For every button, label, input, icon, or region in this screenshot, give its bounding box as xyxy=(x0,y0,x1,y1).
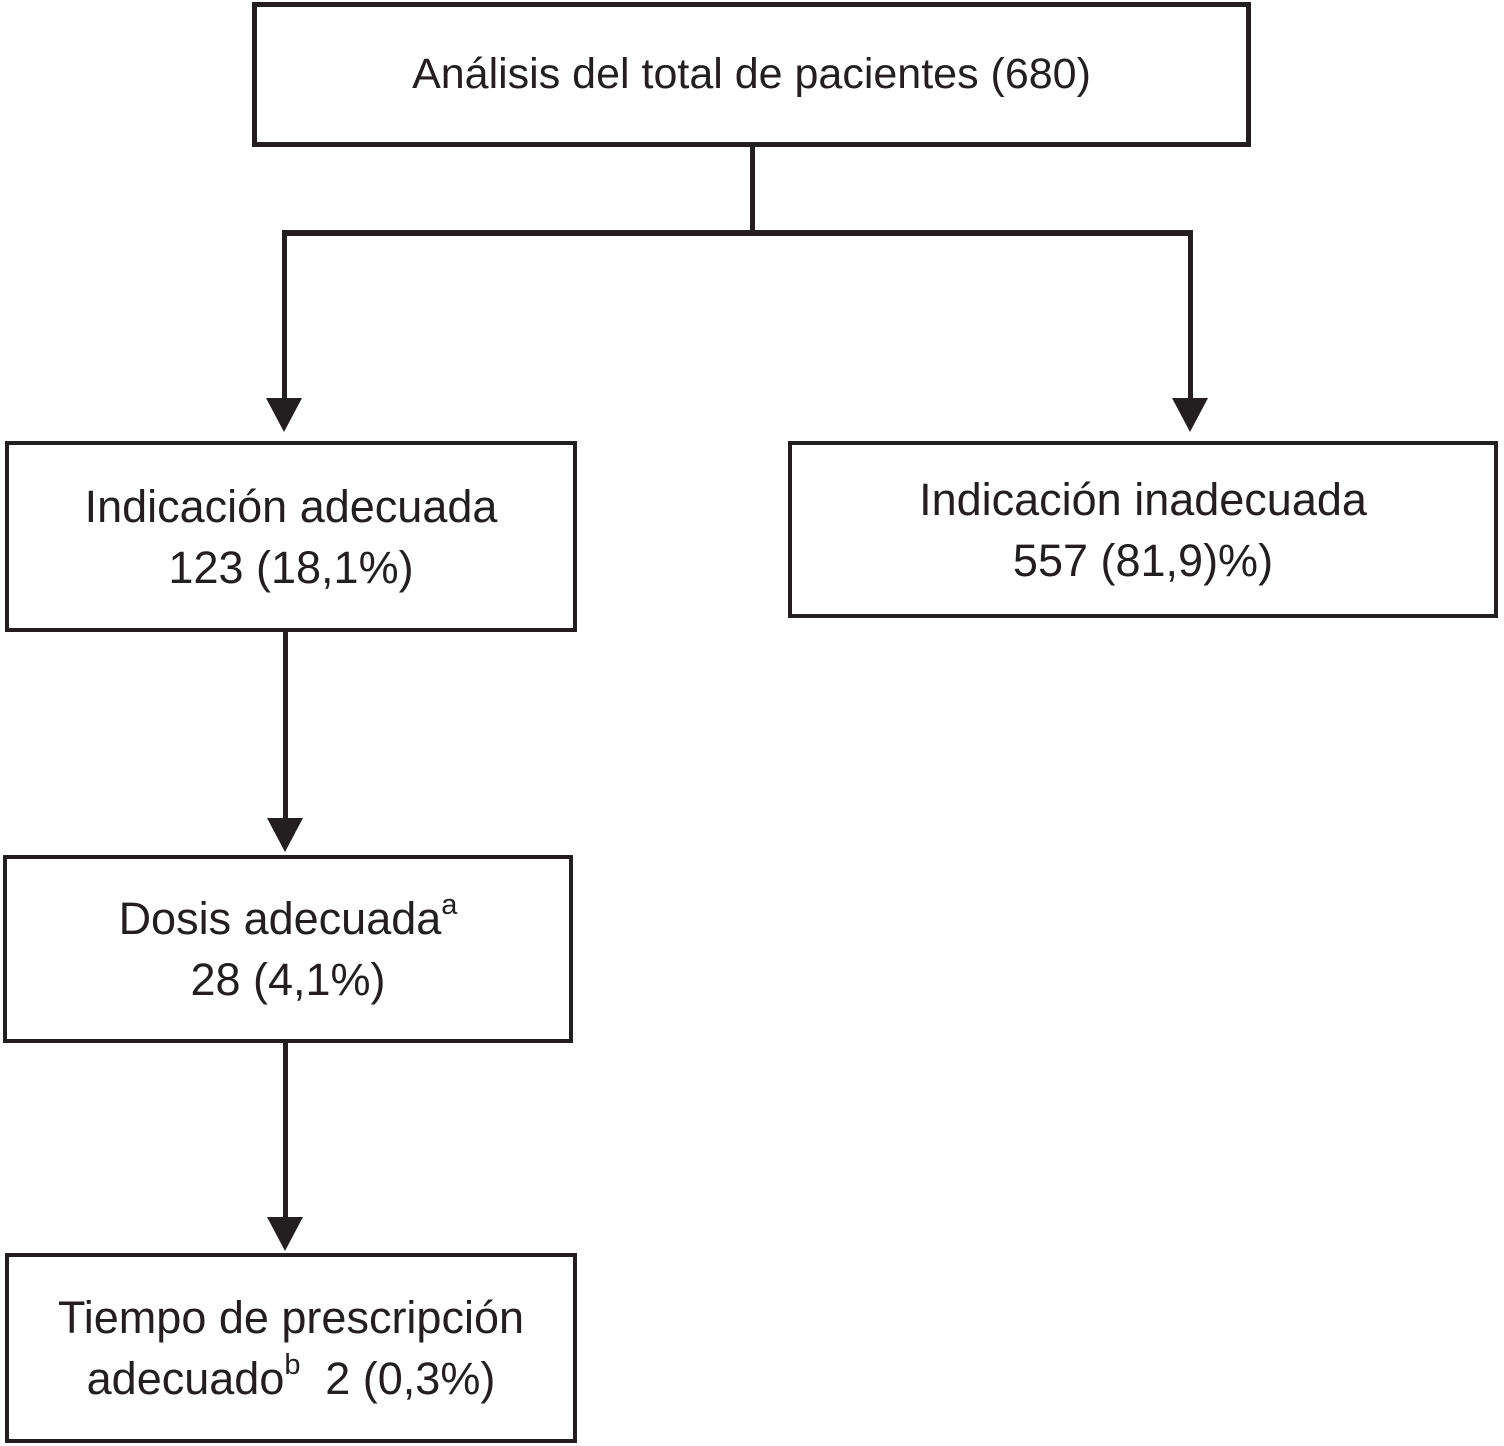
node-tiempo-prescripcion-value: adecuadob 2 (0,3%) xyxy=(87,1348,496,1409)
node-analisis-total-label: Análisis del total de pacientes (680) xyxy=(412,50,1091,98)
footnote-marker-b: b xyxy=(284,1349,301,1381)
footnote-marker-a: a xyxy=(441,889,458,921)
connector-dosis-stem xyxy=(283,631,288,818)
connector-tiempo-stem xyxy=(283,1042,288,1217)
node-indicacion-inadecuada-value: 557 (81,9)%) xyxy=(1012,534,1274,586)
node-indicacion-adecuada-value: 123 (18,1%) xyxy=(168,541,414,593)
node-indicacion-adecuada-label: Indicación adecuada xyxy=(84,480,498,532)
arrow-down-tiempo-icon xyxy=(267,1217,303,1251)
connector-root-stem xyxy=(750,147,755,233)
node-analisis-total: Análisis del total de pacientes (680) xyxy=(252,2,1251,147)
node-indicacion-adecuada: Indicación adecuada 123 (18,1%) xyxy=(5,441,577,632)
arrow-down-right-icon xyxy=(1172,398,1208,432)
node-indicacion-inadecuada: Indicación inadecuada 557 (81,9)%) xyxy=(788,441,1498,618)
node-tiempo-prescripcion-label: Tiempo de prescripción xyxy=(57,1292,525,1343)
arrow-down-dosis-icon xyxy=(267,818,303,852)
node-dosis-adecuada-value: 28 (4,1%) xyxy=(190,954,386,1005)
node-tiempo-prescripcion-count: 2 (0,3%) xyxy=(325,1353,496,1404)
node-tiempo-prescripcion-text: adecuado xyxy=(86,1353,285,1404)
connector-drop-left xyxy=(282,234,287,398)
connector-drop-right xyxy=(1188,234,1193,398)
node-dosis-adecuada-label: Dosis adecuadaa xyxy=(119,888,458,949)
node-dosis-adecuada-text: Dosis adecuada xyxy=(118,893,442,944)
arrow-down-left-icon xyxy=(266,398,302,432)
connector-branch-bar xyxy=(282,230,1193,236)
node-dosis-adecuada: Dosis adecuadaa 28 (4,1%) xyxy=(3,855,573,1043)
node-indicacion-inadecuada-label: Indicación inadecuada xyxy=(919,473,1367,525)
node-tiempo-prescripcion: Tiempo de prescripción adecuadob 2 (0,3%) xyxy=(5,1253,577,1443)
